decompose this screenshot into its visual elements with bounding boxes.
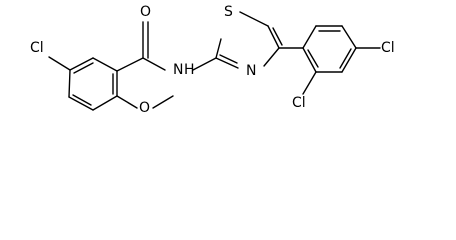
thiazole-nitrogen-label: N: [246, 63, 256, 79]
amine-thiazole-bond: [192, 57, 217, 71]
chloro-bond-ortho: [302, 71, 317, 95]
carbonyl-oxygen-label: O: [140, 4, 151, 20]
chlorine-label-ortho: Cl: [292, 95, 306, 111]
amide-nitrogen-label: N: [173, 62, 183, 78]
chlorine-label-para: Cl: [381, 40, 395, 56]
amide-linkage: [116, 21, 166, 72]
thiazole-ring: [215, 11, 283, 69]
chemical-structure: Cl O N H S N O Cl Cl: [30, 4, 395, 116]
thiazole-sulfur-label: S: [224, 4, 233, 20]
chloro-bond-left: [48, 56, 71, 71]
amide-hydrogen-label: H: [184, 62, 195, 78]
dichlorobenzene-ring: [302, 25, 357, 73]
chlorine-label-left: Cl: [30, 40, 44, 56]
methoxy-oxygen-label: O: [139, 100, 150, 116]
methoxy-group: [116, 95, 174, 109]
chlorobenzene-ring: [68, 57, 118, 111]
